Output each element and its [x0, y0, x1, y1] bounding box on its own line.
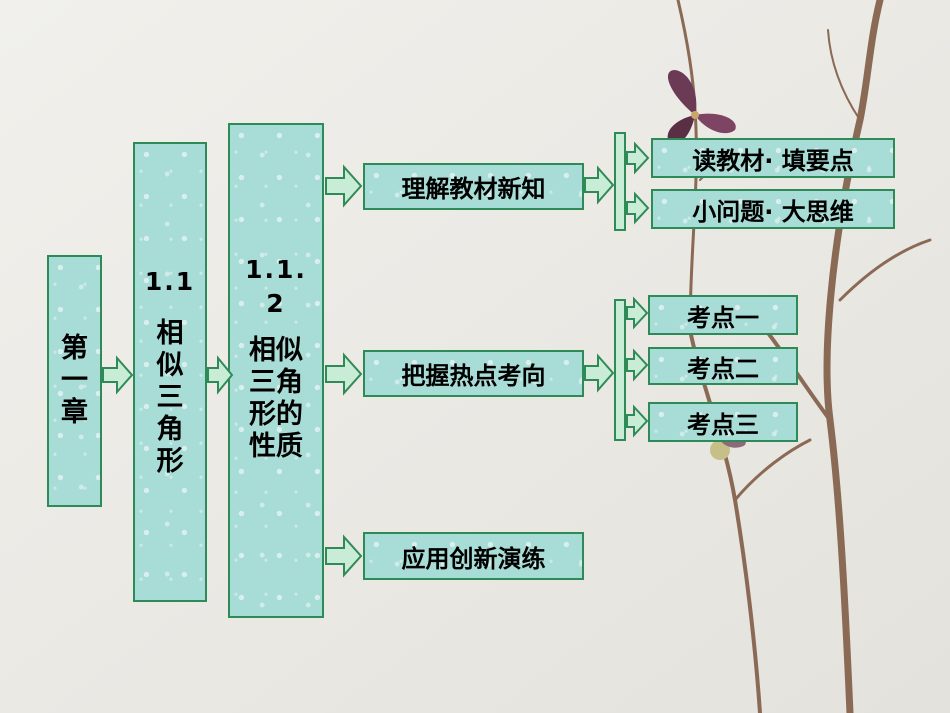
part1-item-1[interactable]: 读教材· 填要点: [651, 138, 895, 178]
part-label: 理解教材新知: [401, 175, 546, 203]
part-box-1[interactable]: 理解教材新知: [363, 163, 584, 210]
bracket-1: [614, 132, 626, 231]
arrow-bracket1-item1: [626, 141, 650, 175]
subsection-box[interactable]: 1.1.2 相似三角形的性质: [228, 123, 324, 618]
item-label: 考点三: [687, 410, 759, 439]
bracket-2: [614, 299, 626, 441]
part1-item-2[interactable]: 小问题· 大思维: [651, 189, 895, 229]
arrow-section-to-subsection: [207, 355, 234, 395]
part-box-2[interactable]: 把握热点考向: [363, 350, 584, 397]
part-label: 应用创新演练: [401, 544, 546, 573]
arrow-to-part-1: [325, 164, 363, 208]
arrow-bracket2-item3: [626, 404, 649, 438]
section-title: 相似三角形: [156, 318, 184, 477]
item-label: 考点一: [687, 303, 759, 332]
item-label: 小问题· 大思维: [692, 197, 854, 226]
arrow-part2-to-bracket: [584, 353, 615, 393]
part2-item-1[interactable]: 考点一: [648, 295, 798, 335]
part-box-3[interactable]: 应用创新演练: [363, 532, 584, 580]
part-label: 把握热点考向: [401, 362, 546, 390]
arrow-part1-to-bracket: [584, 165, 615, 205]
arrow-bracket2-item2: [626, 348, 649, 382]
arrow-chapter-to-section: [102, 355, 134, 395]
flower-decoration: [667, 70, 746, 460]
arrow-to-part-2: [325, 352, 363, 396]
item-label: 考点二: [687, 354, 759, 383]
subsection-title: 相似三角形的性质: [248, 335, 303, 462]
section-number: 1.1: [144, 267, 196, 296]
part2-item-2[interactable]: 考点二: [648, 347, 798, 385]
arrow-bracket1-item2: [626, 191, 650, 225]
subsection-number: 1.1.2: [245, 255, 307, 318]
arrow-bracket2-item1: [626, 296, 649, 330]
item-label: 读教材· 填要点: [692, 146, 854, 175]
arrow-to-part-3: [325, 534, 363, 578]
chapter-label: 第一章: [60, 333, 88, 428]
section-box[interactable]: 1.1 相似三角形: [133, 142, 207, 602]
chapter-box[interactable]: 第一章: [47, 255, 102, 507]
part2-item-3[interactable]: 考点三: [648, 402, 798, 442]
